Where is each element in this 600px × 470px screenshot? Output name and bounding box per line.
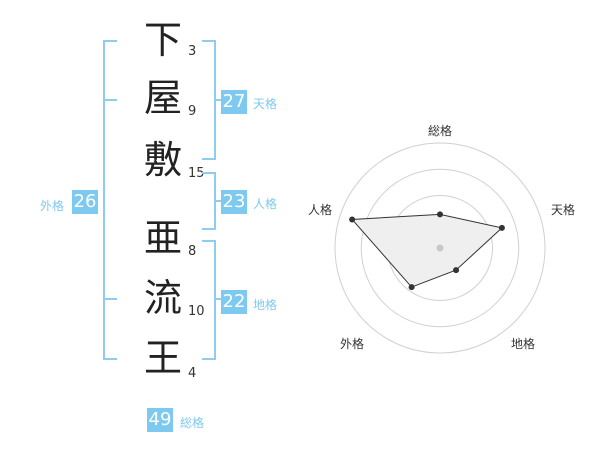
bracket-tick bbox=[216, 298, 222, 300]
chikaku-label: 地格 bbox=[253, 298, 278, 312]
gaikaku-bracket bbox=[103, 40, 117, 360]
soukaku-label: 総格 bbox=[180, 416, 205, 430]
radar-label-chikaku: 地格 bbox=[511, 337, 536, 351]
radar-point-2 bbox=[453, 267, 460, 274]
gaikaku-score: 26 bbox=[72, 190, 98, 214]
radar-ring bbox=[360, 168, 520, 328]
surname-char-2: 屋 bbox=[143, 76, 182, 120]
given-char-1: 亜 bbox=[143, 216, 182, 260]
radar-center bbox=[436, 244, 444, 252]
stroke-count: 3 bbox=[188, 44, 197, 59]
radar-label-gaikaku: 外格 bbox=[340, 337, 365, 351]
radar-point-4 bbox=[349, 216, 356, 223]
bracket-tick bbox=[103, 298, 117, 300]
tenkaku-label: 天格 bbox=[253, 97, 278, 111]
surname-char-1: 下 bbox=[143, 18, 182, 62]
chikaku-bracket bbox=[202, 240, 216, 360]
stroke-count: 10 bbox=[188, 304, 205, 319]
bracket-tick bbox=[216, 200, 222, 202]
radar-label-soukaku: 総格 bbox=[428, 124, 453, 138]
radar-label-jinkaku: 人格 bbox=[308, 203, 333, 217]
jinkaku-score: 23 bbox=[221, 190, 247, 214]
radar-area bbox=[351, 213, 503, 288]
radar-points bbox=[349, 211, 505, 291]
jinkaku-label: 人格 bbox=[253, 197, 278, 211]
given-char-2: 流 bbox=[143, 276, 182, 320]
bracket-tick bbox=[103, 99, 117, 101]
stroke-count: 15 bbox=[188, 166, 205, 181]
jinkaku-bracket bbox=[202, 172, 216, 230]
given-char-3: 王 bbox=[143, 336, 182, 380]
surname-char-3: 敷 bbox=[143, 138, 182, 182]
radar-point-1 bbox=[498, 224, 505, 231]
soukaku-score: 49 bbox=[147, 408, 173, 432]
gaikaku-label: 外格 bbox=[40, 199, 65, 213]
stroke-count: 9 bbox=[188, 104, 197, 119]
stroke-count: 4 bbox=[188, 366, 197, 381]
tenkaku-score: 27 bbox=[221, 90, 247, 114]
tenkaku-bracket bbox=[202, 40, 216, 160]
chikaku-score: 22 bbox=[221, 290, 247, 314]
radar-ring bbox=[334, 142, 546, 354]
stroke-count: 8 bbox=[188, 244, 197, 259]
radar-point-0 bbox=[437, 211, 443, 218]
radar-point-3 bbox=[408, 284, 415, 291]
radar-label-tenkaku: 天格 bbox=[551, 203, 576, 217]
bracket-tick bbox=[216, 99, 222, 101]
